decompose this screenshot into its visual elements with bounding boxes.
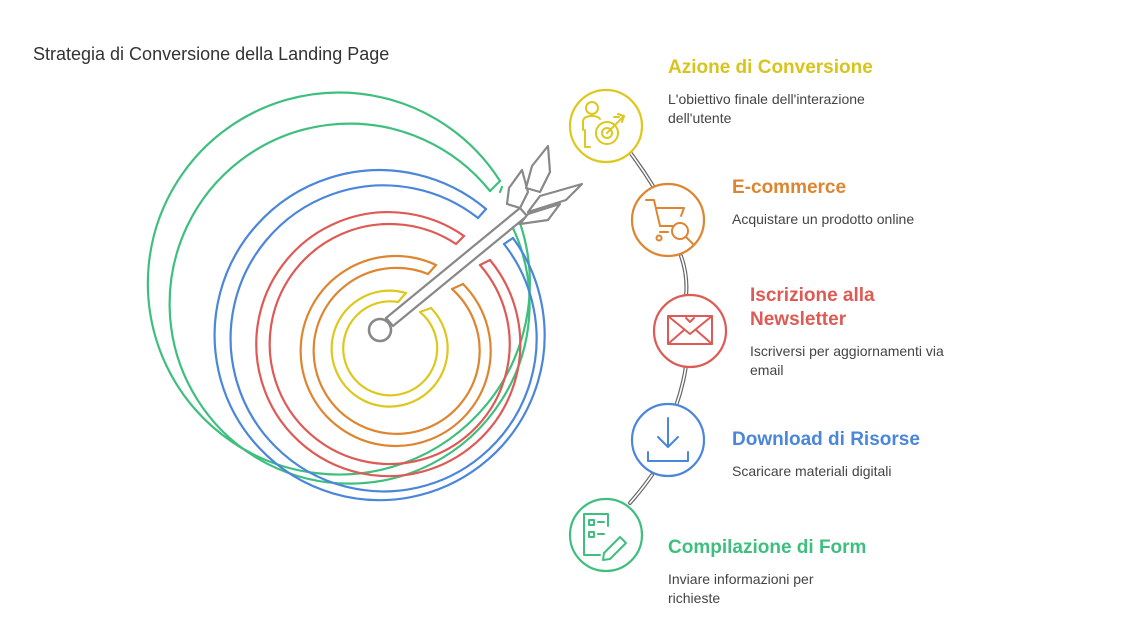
step-circle-download: [630, 402, 706, 478]
step-description: Inviare informazioni per richieste: [668, 571, 814, 606]
step-description: Acquistare un prodotto online: [732, 211, 915, 227]
step-ecommerce: E-commerce Acquistare un prodotto online: [732, 176, 972, 229]
form-pen-icon: [583, 513, 627, 561]
step-title: Iscrizione alla Newsletter: [750, 285, 875, 330]
step-form: Compilazione di Form Inviare informazion…: [668, 536, 868, 608]
step-circle-newsletter: [652, 293, 728, 369]
step-description: Iscriversi per aggiornamenti via email: [750, 343, 944, 378]
step-circle-ecommerce: [630, 182, 706, 258]
step-description: Scaricare materiali digitali: [732, 463, 892, 479]
step-title: Compilazione di Form: [668, 537, 867, 558]
target-rings: [146, 91, 546, 502]
step-download: Download di Risorse Scaricare materiali …: [732, 428, 972, 481]
step-newsletter: Iscrizione alla Newsletter Iscriversi pe…: [750, 284, 970, 380]
download-icon: [647, 417, 689, 462]
target-person-icon: [582, 101, 625, 148]
step-conversion: Azione di Conversione L'obiettivo finale…: [668, 56, 908, 128]
step-circle-conversion: [568, 88, 644, 164]
step-title: E-commerce: [732, 177, 847, 198]
step-description: L'obiettivo finale dell'interazione dell…: [668, 91, 865, 126]
cart-search-icon: [645, 199, 694, 245]
step-title: Azione di Conversione: [668, 57, 873, 78]
step-circle-form: [568, 497, 644, 573]
step-title: Download di Risorse: [732, 429, 920, 450]
arrow-icon: [367, 144, 584, 343]
page-title: Strategia di Conversione della Landing P…: [33, 44, 390, 64]
envelope-icon: [667, 315, 713, 345]
